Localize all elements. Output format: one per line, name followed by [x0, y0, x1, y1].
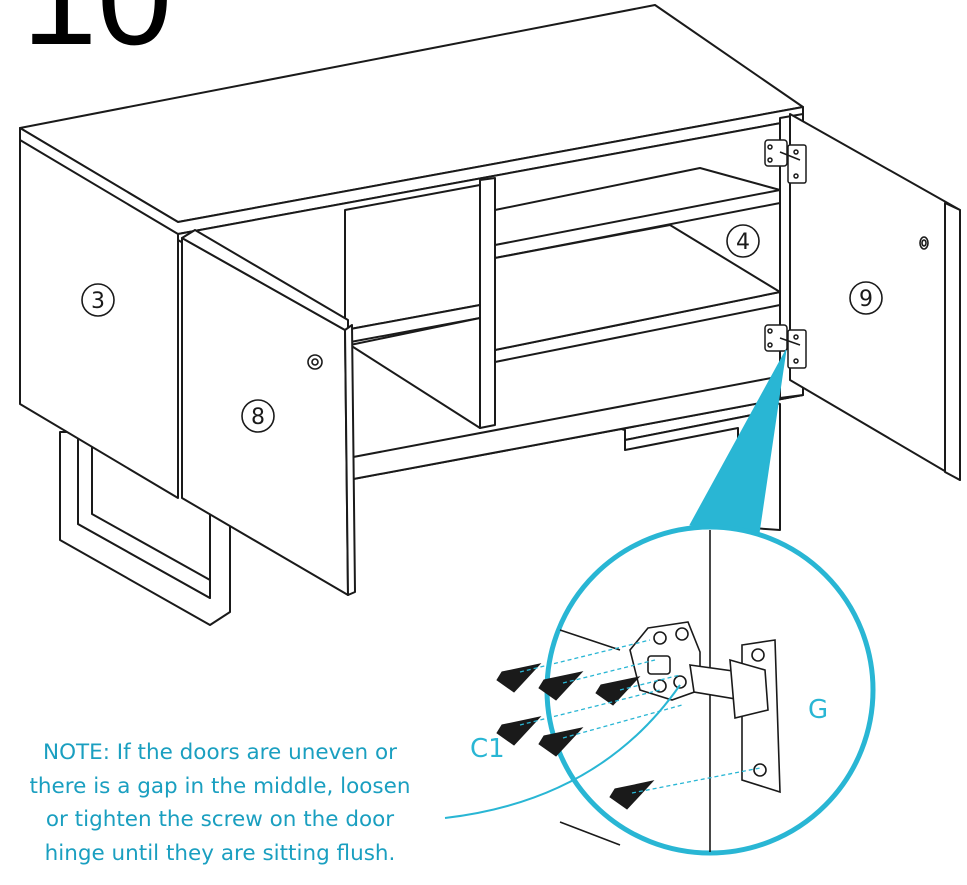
note-leader-line	[444, 684, 681, 819]
bottom-hinge-icon	[764, 324, 807, 369]
note-line-2: there is a gap in the middle, loosen	[29, 773, 411, 799]
part-8-label: 8	[251, 405, 265, 430]
screws	[496, 663, 655, 810]
note-text: NOTE: If the doors are uneven or there i…	[0, 736, 440, 870]
left-door-hole-icon	[307, 354, 323, 370]
part-9-label: 9	[859, 287, 873, 312]
hinge-g-label: G	[808, 695, 828, 725]
note-line-3: or tighten the screw on the door	[45, 807, 395, 832]
note-line-1: NOTE: If the doors are uneven or	[43, 740, 397, 765]
screw-c1-label: C1	[470, 734, 505, 764]
part-3-circle	[81, 283, 115, 317]
part-4-label: 4	[736, 230, 750, 255]
right-door-hole-icon	[919, 236, 929, 250]
part-9-circle	[849, 281, 883, 315]
hinge-detail-icon	[629, 621, 781, 794]
step-number: 10	[22, 0, 172, 65]
part-3-label: 3	[91, 289, 105, 314]
part-4-circle	[726, 224, 760, 258]
top-hinge-icon	[764, 139, 807, 184]
screw-guide-lines	[519, 639, 761, 794]
note-line-4: hinge until they are sitting flush.	[44, 840, 396, 866]
part-8-circle	[241, 399, 275, 433]
